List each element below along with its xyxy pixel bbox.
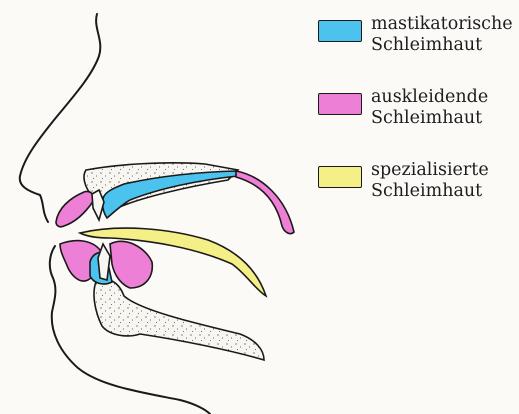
legend-item-lining: auskleidende Schleimhaut — [318, 87, 518, 151]
legend-label: mastikatorische Schleimhaut — [371, 14, 513, 56]
legend-swatch-specialized — [318, 166, 362, 188]
legend-label-line1: mastikatorische — [371, 14, 513, 35]
legend-label-line2: Schleimhaut — [371, 35, 513, 56]
legend-label: auskleidende Schleimhaut — [371, 87, 488, 129]
legend-label-line2: Schleimhaut — [371, 181, 489, 202]
lining-mucosa-floor — [110, 241, 152, 288]
legend-label-line1: spezialisierte — [371, 160, 489, 181]
legend-label: spezialisierte Schleimhaut — [371, 160, 489, 202]
legend-item-masticatory: mastikatorische Schleimhaut — [318, 14, 518, 78]
lining-mucosa-soft-palate — [236, 171, 294, 234]
legend: mastikatorische Schleimhaut auskleidende… — [318, 14, 518, 233]
legend-label-line2: Schleimhaut — [371, 108, 488, 129]
lining-mucosa-upper-lip — [56, 191, 94, 226]
legend-item-specialized: spezialisierte Schleimhaut — [318, 160, 518, 224]
face-profile-line — [20, 14, 210, 414]
mandible-bone — [94, 279, 264, 360]
legend-swatch-masticatory — [318, 20, 362, 42]
legend-swatch-lining — [318, 93, 362, 115]
legend-label-line1: auskleidende — [371, 87, 488, 108]
